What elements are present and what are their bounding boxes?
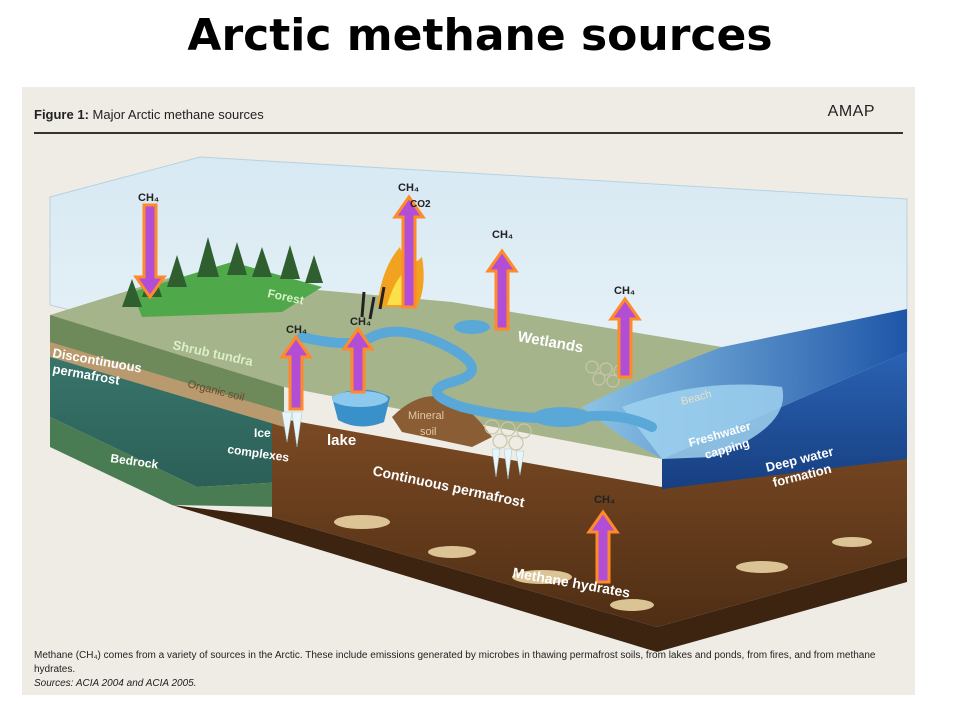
continuous-permafrost-layer xyxy=(272,417,907,627)
bedrock-label: Bedrock xyxy=(110,451,160,472)
ice-complex-ch4-up-arrow xyxy=(279,334,313,411)
ch4-label: CH₄ xyxy=(286,324,307,336)
figure-caption-text: Major Arctic methane sources xyxy=(92,107,264,122)
caption-rule xyxy=(34,132,903,134)
figure-label: Figure 1: xyxy=(34,107,89,122)
hydrate-ch4-up-arrow xyxy=(586,509,620,584)
methane-block-diagram: CH₄ CH₄ CO2 CH₄ CH₄ CH₄ CH₄ CH₄ Forest S… xyxy=(49,156,908,652)
ch4-label: CH₄ xyxy=(614,285,635,297)
figure-panel: Figure 1: Major Arctic methane sources A… xyxy=(22,87,915,695)
ch4-label: CH₄ xyxy=(594,494,615,506)
mineral-soil-label: Mineral xyxy=(408,410,444,422)
emission-arrows xyxy=(133,194,642,584)
ch4-label: CH₄ xyxy=(350,316,371,328)
hydrate-lenses xyxy=(334,515,872,611)
ch4-label: CH₄ xyxy=(138,192,159,204)
ch4-label: CH₄ xyxy=(398,182,419,194)
forest-patch xyxy=(132,262,322,317)
figure-footnote: Methane (CH₄) comes from a variety of so… xyxy=(34,649,914,691)
ice-complexes-label: Ice xyxy=(254,426,271,440)
lake-label: lake xyxy=(327,432,356,449)
forest-ch4-down-arrow xyxy=(133,203,167,300)
slide-title: Arctic methane sources xyxy=(187,10,773,61)
figure-caption: Figure 1: Major Arctic methane sources xyxy=(34,107,264,122)
mineral-soil-label-2: soil xyxy=(420,426,437,438)
pond xyxy=(532,407,592,427)
methane-hydrate-layer xyxy=(172,505,907,652)
wetland-ch4-up-arrow xyxy=(485,248,519,331)
mineral-soil-mound xyxy=(392,396,492,447)
wetland-pond xyxy=(454,320,490,334)
footnote-text: Methane (CH₄) comes from a variety of so… xyxy=(34,650,876,675)
polygon-ground xyxy=(484,360,627,451)
sea-side xyxy=(662,352,907,489)
fire-ch4-up-arrow xyxy=(392,194,426,309)
ch4-label: CH₄ xyxy=(492,229,513,241)
ice-wedges xyxy=(281,411,525,480)
figure-credit: AMAP xyxy=(827,103,875,120)
organic-soil-band xyxy=(50,342,284,427)
freshwater-capping xyxy=(622,384,784,459)
lake-ch4-up-arrow xyxy=(341,326,375,394)
co2-label: CO2 xyxy=(410,199,431,210)
footnote-sources: Sources: ACIA 2004 and ACIA 2005. xyxy=(34,678,197,689)
coast-ch4-up-arrow xyxy=(608,296,642,379)
